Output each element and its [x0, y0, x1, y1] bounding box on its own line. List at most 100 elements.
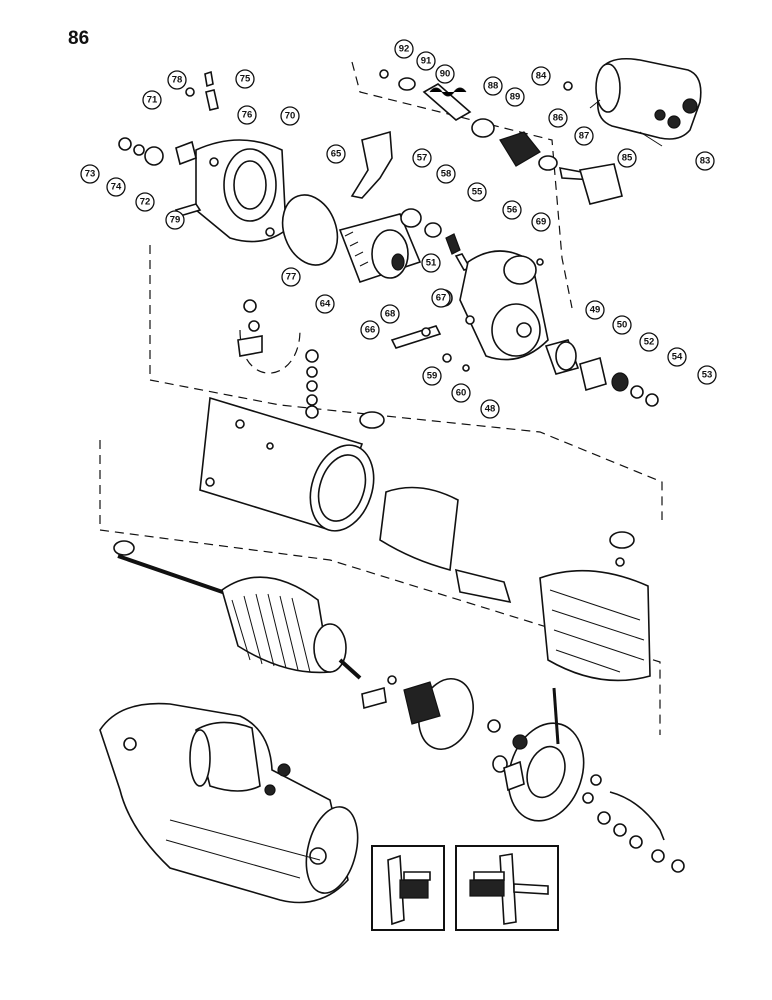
commutator-end-frame — [487, 687, 585, 822]
callout-label: 67 — [436, 293, 447, 304]
callout-73: 73 — [80, 164, 100, 184]
callout-label: 60 — [456, 388, 467, 399]
solenoid-group-outline — [351, 61, 573, 309]
callout-label: 64 — [320, 299, 331, 310]
callout-circle — [451, 383, 471, 403]
callout-label: 50 — [617, 320, 628, 331]
callout-label: 52 — [644, 337, 655, 348]
callout-label: 78 — [172, 75, 183, 86]
callout-67: 67 — [431, 288, 451, 308]
callout-circle — [165, 210, 185, 230]
callout-circle — [416, 51, 436, 71]
callout-circle — [435, 64, 455, 84]
callout-label: 58 — [441, 169, 452, 180]
shift-lever-65 — [350, 130, 393, 199]
terminal-parts — [237, 299, 385, 429]
callout-85: 85 — [617, 148, 637, 168]
callout-circle — [639, 332, 659, 352]
callout-92: 92 — [394, 39, 414, 59]
callout-label: 88 — [488, 81, 499, 92]
callout-label: 75 — [240, 74, 251, 85]
callout-label: 51 — [426, 258, 437, 269]
callout-circle — [412, 148, 432, 168]
callout-label: 71 — [147, 95, 158, 106]
callout-91: 91 — [416, 51, 436, 71]
callout-83: 83 — [695, 151, 715, 171]
callout-72: 72 — [135, 192, 155, 212]
callout-label: 68 — [385, 309, 396, 320]
callout-circle — [235, 69, 255, 89]
callout-label: 69 — [536, 217, 547, 228]
callout-circle — [394, 39, 414, 59]
callout-circle — [326, 144, 346, 164]
callout-76: 76 — [237, 105, 257, 125]
callout-49: 49 — [585, 300, 605, 320]
callout-label: 84 — [536, 71, 547, 82]
callout-label: 73 — [85, 169, 96, 180]
callout-circle — [315, 294, 335, 314]
callout-88: 88 — [483, 76, 503, 96]
callout-53: 53 — [697, 365, 717, 385]
callout-65: 65 — [326, 144, 346, 164]
callout-label: 83 — [700, 156, 711, 167]
callout-label: 85 — [622, 153, 633, 164]
inset-detail-right — [455, 845, 559, 931]
callout-label: 56 — [507, 205, 518, 216]
assembled-starter — [99, 702, 359, 904]
callout-56: 56 — [502, 200, 522, 220]
callout-label: 86 — [553, 113, 564, 124]
callout-circle — [531, 66, 551, 86]
bushing-parts — [544, 339, 659, 407]
callout-circle — [422, 366, 442, 386]
callout-74: 74 — [106, 177, 126, 197]
callout-circle — [80, 164, 100, 184]
field-coils — [539, 531, 651, 682]
callout-circle — [697, 365, 717, 385]
terminal-hardware — [582, 774, 685, 873]
callout-label: 74 — [111, 182, 122, 193]
callout-circle — [360, 320, 380, 340]
pole-shoe — [379, 486, 459, 572]
callout-86: 86 — [548, 108, 568, 128]
callout-label: 77 — [286, 272, 297, 283]
callout-circle — [480, 399, 500, 419]
solenoid-small-parts — [185, 69, 623, 205]
drive-housing-70 — [118, 137, 339, 266]
callout-circle — [667, 347, 687, 367]
callout-54: 54 — [667, 347, 687, 367]
callout-label: 65 — [331, 149, 342, 160]
callout-label: 79 — [170, 215, 181, 226]
callout-69: 69 — [531, 212, 551, 232]
washer-58 — [424, 222, 442, 238]
callout-circle — [281, 267, 301, 287]
screw-60 — [462, 364, 470, 372]
callout-label: 54 — [672, 352, 683, 363]
callout-84: 84 — [531, 66, 551, 86]
callout-label: 66 — [365, 325, 376, 336]
callout-circle — [167, 70, 187, 90]
drive-assembly-64 — [338, 213, 422, 284]
callout-55: 55 — [467, 182, 487, 202]
callout-circle — [280, 106, 300, 126]
callout-68: 68 — [380, 304, 400, 324]
callout-50: 50 — [612, 315, 632, 335]
callout-64: 64 — [315, 294, 335, 314]
plug-69 — [536, 258, 544, 266]
callout-79: 79 — [165, 210, 185, 230]
callout-71: 71 — [142, 90, 162, 110]
callout-circle — [421, 253, 441, 273]
insulator-strip — [454, 568, 512, 604]
callout-48: 48 — [480, 399, 500, 419]
callout-circle — [617, 148, 637, 168]
callout-label: 90 — [440, 69, 451, 80]
frame-group-outline — [99, 440, 661, 735]
callout-87: 87 — [574, 126, 594, 146]
callout-circle — [531, 212, 551, 232]
callout-57: 57 — [412, 148, 432, 168]
callout-label: 70 — [285, 111, 296, 122]
callout-label: 76 — [242, 110, 253, 121]
callout-circle — [467, 182, 487, 202]
callout-circle — [502, 200, 522, 220]
